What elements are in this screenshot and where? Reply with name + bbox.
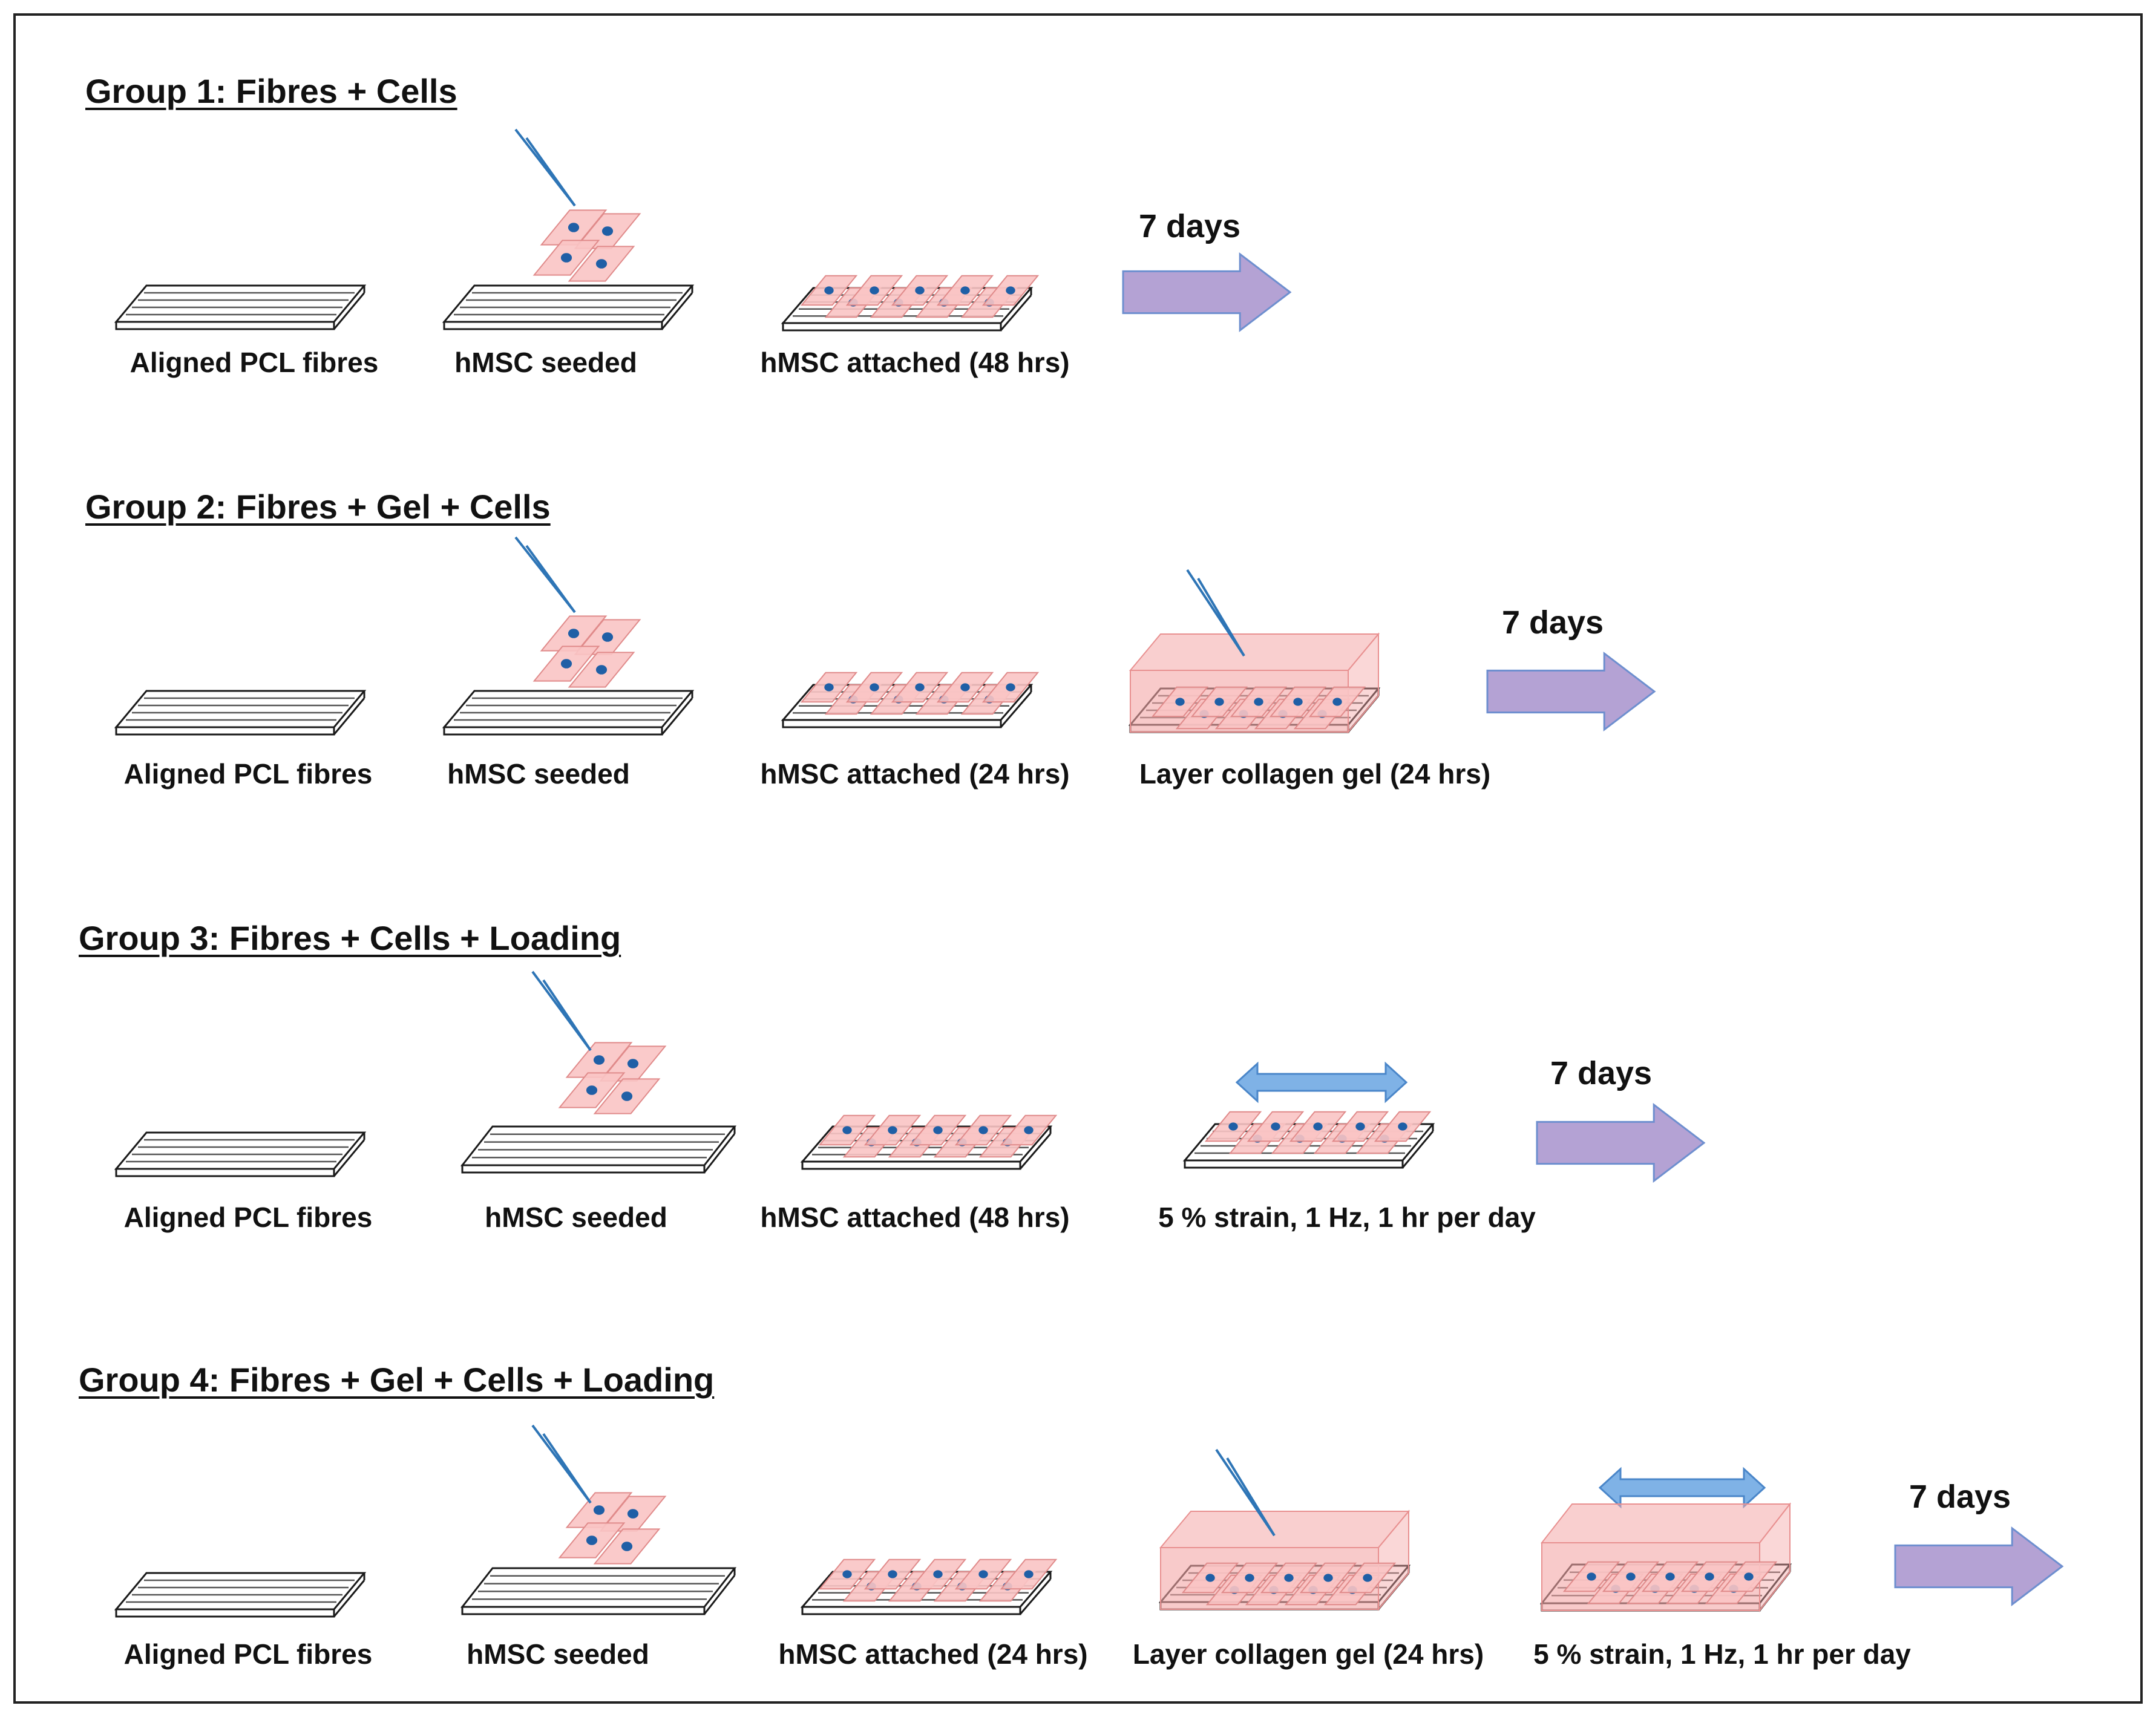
g3-loaded-cells	[1204, 1111, 1432, 1154]
group-3-step-1-label: Aligned PCL fibres	[123, 1202, 373, 1233]
group-2-step-4-label: Layer collagen gel (24 hrs)	[1139, 758, 1491, 790]
group-1-title: Group 1: Fibres + Cells	[85, 72, 457, 110]
g4-pipette	[531, 1424, 592, 1504]
figure-frame	[13, 13, 2143, 1704]
g1-seed-cells	[532, 209, 641, 282]
group-4-step-2-label: hMSC seeded	[467, 1638, 649, 1670]
group-2-step-2-label: hMSC seeded	[447, 758, 630, 790]
g3-attached-cells	[818, 1114, 1058, 1158]
group-1-duration-label: 7 days	[1138, 208, 1241, 244]
group-3-step-2-label: hMSC seeded	[485, 1202, 667, 1233]
g1-attached-cells	[800, 275, 1040, 318]
g1-pipette	[514, 128, 576, 207]
group-2-duration-label: 7 days	[1501, 604, 1604, 641]
g1-fibre-sheet-1	[114, 284, 367, 330]
group-3-step-4-label: 5 % strain, 1 Hz, 1 hr per day	[1158, 1202, 1536, 1233]
group-3-step-3-label: hMSC attached (48 hrs)	[760, 1202, 1070, 1233]
group-4-step-4-label: Layer collagen gel (24 hrs)	[1132, 1638, 1484, 1670]
g4-duration-arrow	[1894, 1526, 2064, 1607]
group-4-step-3-label: hMSC attached (24 hrs)	[778, 1638, 1088, 1670]
g4-attached-cells	[818, 1558, 1058, 1602]
g4-seed-cells	[558, 1492, 667, 1565]
g3-fibre-sheet-2	[460, 1125, 737, 1174]
g1-duration-arrow	[1122, 252, 1292, 333]
g4-strain-arrow	[1598, 1467, 1766, 1509]
g2-fibre-sheet-2	[442, 690, 695, 736]
group-4-step-5-label: 5 % strain, 1 Hz, 1 hr per day	[1533, 1638, 1911, 1670]
g4-gel-pipette	[1215, 1448, 1276, 1537]
group-3-duration-label: 7 days	[1550, 1055, 1653, 1091]
g3-duration-arrow	[1536, 1102, 1706, 1183]
g4-loaded-cells	[1562, 1561, 1778, 1604]
g3-pipette	[531, 970, 592, 1051]
group-4-duration-label: 7 days	[1909, 1479, 2011, 1515]
group-4-title: Group 4: Fibres + Gel + Cells + Loading	[79, 1361, 715, 1399]
g3-fibre-sheet-1	[114, 1131, 367, 1177]
g2-attached-cells	[800, 672, 1040, 715]
g3-seed-cells	[558, 1042, 667, 1114]
g2-gel-pipette	[1186, 569, 1245, 657]
g2-seed-cells	[532, 615, 641, 688]
g2-duration-arrow	[1486, 651, 1656, 732]
group-3-title: Group 3: Fibres + Cells + Loading	[79, 919, 621, 957]
group-2-step-3-label: hMSC attached (24 hrs)	[760, 758, 1070, 790]
g3-strain-arrow	[1235, 1061, 1408, 1104]
group-2-step-1-label: Aligned PCL fibres	[123, 758, 373, 790]
g4-fibre-sheet-1	[114, 1572, 367, 1618]
g1-fibre-sheet-2	[442, 284, 695, 330]
group-4-step-1-label: Aligned PCL fibres	[123, 1638, 373, 1670]
group-1-step-2-label: hMSC seeded	[454, 347, 637, 378]
group-1-step-1-label: Aligned PCL fibres	[129, 347, 379, 378]
group-2-title: Group 2: Fibres + Gel + Cells	[85, 488, 551, 526]
g2-gel-cells	[1151, 686, 1366, 730]
g4-fibre-sheet-2	[460, 1567, 737, 1615]
g2-fibre-sheet-1	[114, 690, 367, 736]
g4-gel-cells	[1181, 1562, 1397, 1606]
g2-pipette	[514, 536, 576, 613]
group-1-step-3-label: hMSC attached (48 hrs)	[760, 347, 1070, 378]
